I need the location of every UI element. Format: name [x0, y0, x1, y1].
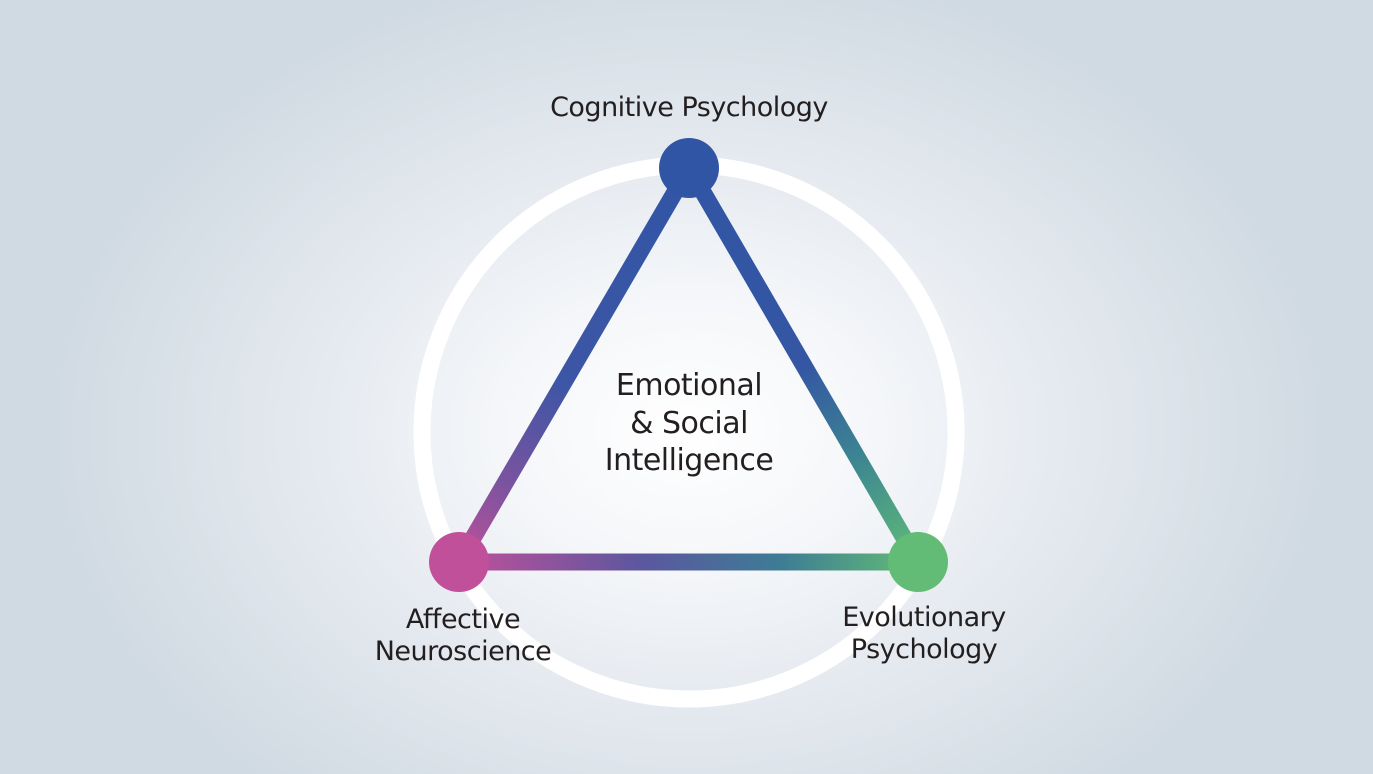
- center-label-line3: Intelligence: [604, 443, 774, 478]
- label-affective-neuroscience-line2: Neuroscience: [374, 635, 552, 667]
- center-label-line1: Emotional: [615, 368, 763, 403]
- node-evolutionary-psychology: [888, 532, 948, 592]
- node-affective-neuroscience: [429, 532, 489, 592]
- edge-cognitive-evolutionary: [680, 159, 927, 571]
- center-label-line2: & Social: [630, 405, 748, 441]
- label-cognitive-psychology: Cognitive Psychology: [489, 92, 889, 124]
- label-affective-neuroscience-line1: Affective: [405, 604, 521, 635]
- label-evolutionary-psychology: Evolutionary Psychology: [774, 602, 1074, 666]
- edge-cognitive-affective: [450, 159, 698, 571]
- label-evolutionary-psychology-line1: Evolutionary: [842, 602, 1006, 633]
- label-affective-neuroscience: Affective Neuroscience: [313, 604, 613, 668]
- center-label-emotional-social-intelligence: Emotional & Social Intelligence: [539, 367, 839, 480]
- node-cognitive-psychology: [659, 138, 719, 198]
- label-cognitive-psychology-line1: Cognitive Psychology: [550, 92, 828, 123]
- label-evolutionary-psychology-line2: Psychology: [850, 633, 998, 665]
